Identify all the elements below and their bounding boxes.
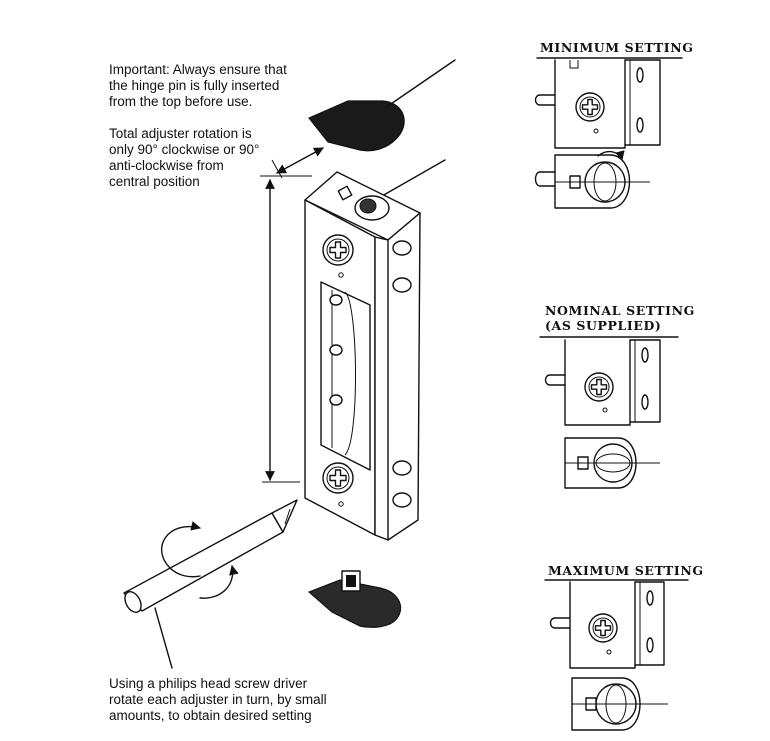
nominal-setting-label: NOMINAL SETTING	[545, 303, 695, 318]
screwdriver-note-line-2: rotate each adjuster in turn, by small	[109, 692, 327, 707]
nominal-setting-detail	[539, 336, 679, 489]
minimum-setting-label: MINIMUM SETTING	[540, 40, 694, 55]
important-note-line-3: from the top before use.	[109, 94, 253, 109]
nominal-setting-sublabel: (AS SUPPLIED)	[545, 318, 662, 333]
hinge-bottom-cap	[307, 570, 402, 628]
maximum-setting-detail	[544, 579, 689, 731]
rotation-arrow-icon	[160, 521, 239, 599]
cap-leader-line	[384, 59, 456, 109]
rotation-note-line-2: only 90° clockwise or 90°	[109, 142, 260, 157]
screwdriver-icon	[123, 499, 298, 669]
maximum-setting-label: MAXIMUM SETTING	[548, 563, 704, 578]
phillips-screw-icon	[322, 462, 354, 494]
important-note-line-2: the hinge pin is fully inserted	[109, 78, 280, 93]
minimum-setting-detail	[534, 57, 683, 209]
screwdriver-note: Using a philips head screw driver rotate…	[109, 676, 327, 724]
hinge-pin-cap-icon	[308, 100, 405, 152]
rotation-note-line-3: anti-clockwise from	[109, 158, 224, 173]
important-note: Important: Always ensure that the hinge …	[109, 62, 287, 110]
phillips-screw-icon	[322, 234, 354, 266]
pin-leader-line	[374, 159, 446, 201]
rotation-note: Total adjuster rotation is only 90° cloc…	[109, 126, 259, 190]
hinge-body	[304, 171, 421, 541]
dimension-arrow-icon	[260, 147, 324, 483]
screwdriver-note-line-1: Using a philips head screw driver	[109, 676, 308, 691]
important-note-line-1: Important: Always ensure that	[109, 62, 287, 77]
rotation-note-line-1: Total adjuster rotation is	[109, 126, 252, 141]
screwdriver-note-line-3: amounts, to obtain desired setting	[109, 708, 312, 723]
rotation-note-line-4: central position	[109, 174, 200, 189]
